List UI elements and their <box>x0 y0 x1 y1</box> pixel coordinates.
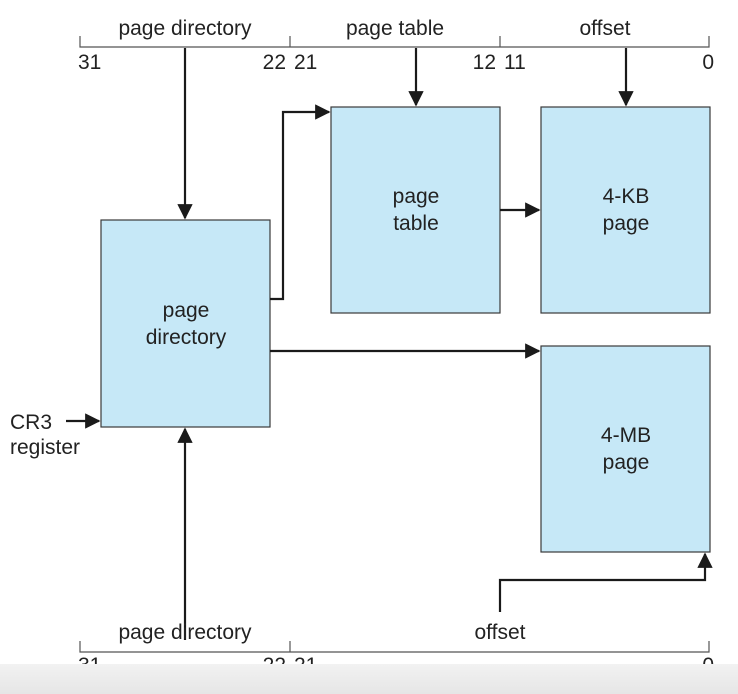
top-field-page-directory: page directory <box>118 17 252 40</box>
page-directory-box: page directory <box>100 219 271 428</box>
page-directory-label-line2: directory <box>146 326 227 349</box>
page-table-box: page table <box>330 106 501 314</box>
page-4kb-box: 4-KB page <box>540 106 711 314</box>
arrow-page-directory-to-page-table <box>270 104 331 301</box>
top-field-offset: offset <box>580 17 631 40</box>
top-bit-21: 21 <box>294 51 317 74</box>
page-directory-label-line1: page <box>163 299 210 322</box>
top-bit-22: 22 <box>263 51 286 74</box>
page-4mb-box: 4-MB page <box>540 345 711 553</box>
arrow-bottom-offset-to-4mb-page <box>498 552 713 612</box>
page-table-label-line1: page <box>393 185 440 208</box>
register-label: register <box>10 436 80 459</box>
page-4kb-label-line1: 4-KB <box>603 185 650 208</box>
bottom-fade-strip <box>0 664 738 694</box>
page-4mb-label-line1: 4-MB <box>601 424 651 447</box>
top-address-bracket <box>79 36 710 48</box>
top-bit-11: 11 <box>504 51 526 74</box>
page-4kb-label-line2: page <box>603 212 650 235</box>
top-bit-0: 0 <box>702 51 714 74</box>
bottom-address-bracket <box>79 641 710 653</box>
page-4mb-label-line2: page <box>603 451 650 474</box>
bottom-field-page-directory: page directory <box>118 621 252 644</box>
top-address-format: page directory page table offset 31 22 2… <box>78 17 714 74</box>
top-bit-12: 12 <box>473 51 496 74</box>
cr3-label: CR3 <box>10 411 52 434</box>
top-field-page-table: page table <box>346 17 444 40</box>
page-table-label-line2: table <box>393 212 439 235</box>
bottom-field-offset: offset <box>475 621 526 644</box>
top-bit-31: 31 <box>78 51 101 74</box>
